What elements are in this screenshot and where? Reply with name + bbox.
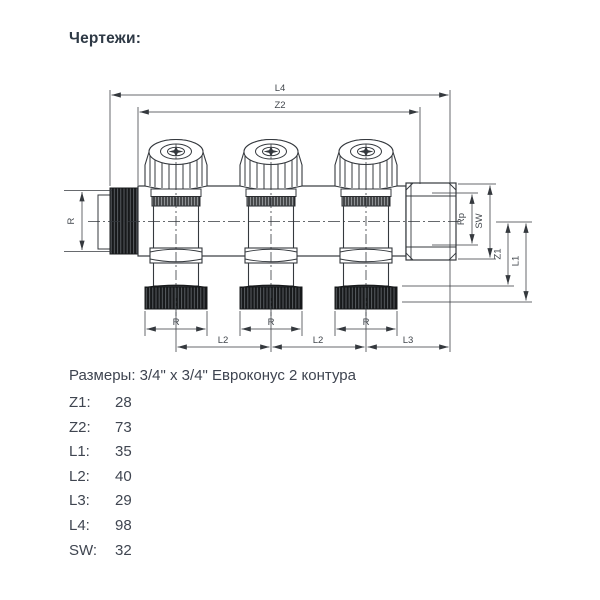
spec-row-l4: L4: 98 [69,514,356,539]
spec-row-z1: Z1: 28 [69,391,356,416]
dim-R-inlet [64,190,112,252]
dim-labels: L4 Z2 R Rp SW Z1 L1 R R R L2 L2 L3 [66,83,522,346]
spec-value: 73 [115,418,132,436]
dim-label-L3: L3 [403,335,414,346]
spec-label: L2: [69,467,90,485]
spec-label: L4: [69,516,90,534]
spec-value: 29 [115,492,132,510]
spec-value: 35 [115,443,132,461]
dim-label-L4: L4 [275,83,286,94]
dim-label-L2-2: L2 [313,335,324,346]
specs-block: Размеры: 3/4" x 3/4" Евроконус 2 контура… [69,367,356,563]
dim-L2-L3 [175,312,449,352]
dim-label-Z1: Z1 [493,248,504,259]
spec-row-l1: L1: 35 [69,440,356,465]
dim-label-L2-1: L2 [218,335,229,346]
page-title: Чертежи: [69,30,142,47]
spec-row-l3: L3: 29 [69,489,356,514]
dim-Z1 [402,221,532,287]
dim-label-Rp: Rp [456,213,467,225]
valve-3 [334,138,398,323]
dim-Rp [432,192,478,246]
spec-row-z2: Z2: 73 [69,416,356,441]
valve-2 [239,138,303,323]
dim-label-R-inlet: R [66,217,77,224]
spec-row-sw: SW: 32 [69,539,356,564]
dim-SW [458,183,496,260]
inlet-tip [97,194,111,250]
spec-value: 32 [115,541,132,559]
spec-value: 28 [115,394,132,411]
spec-row-l2: L2: 40 [69,465,356,490]
dim-label-R-out-2: R [268,317,275,328]
dim-L1 [402,223,532,303]
spec-label: SW: [69,541,98,559]
dim-Z2 [137,107,421,185]
spec-label: L3: [69,492,90,510]
spec-label: Z2: [69,418,91,436]
spec-label: Z1: [69,394,91,411]
spec-value: 98 [115,516,132,534]
dim-label-R-out-3: R [363,317,370,328]
valve-1 [144,138,208,323]
inlet-thread [109,187,139,255]
dim-L4 [109,90,451,352]
spec-value: 40 [115,467,132,485]
dim-label-SW: SW [474,213,485,228]
spec-label: L1: [69,443,90,461]
dim-label-R-out-1: R [173,317,180,328]
dim-label-Z2: Z2 [274,100,285,111]
specs-caption: Размеры: 3/4" x 3/4" Евроконус 2 контура [69,367,356,384]
dim-label-L1: L1 [511,256,522,267]
